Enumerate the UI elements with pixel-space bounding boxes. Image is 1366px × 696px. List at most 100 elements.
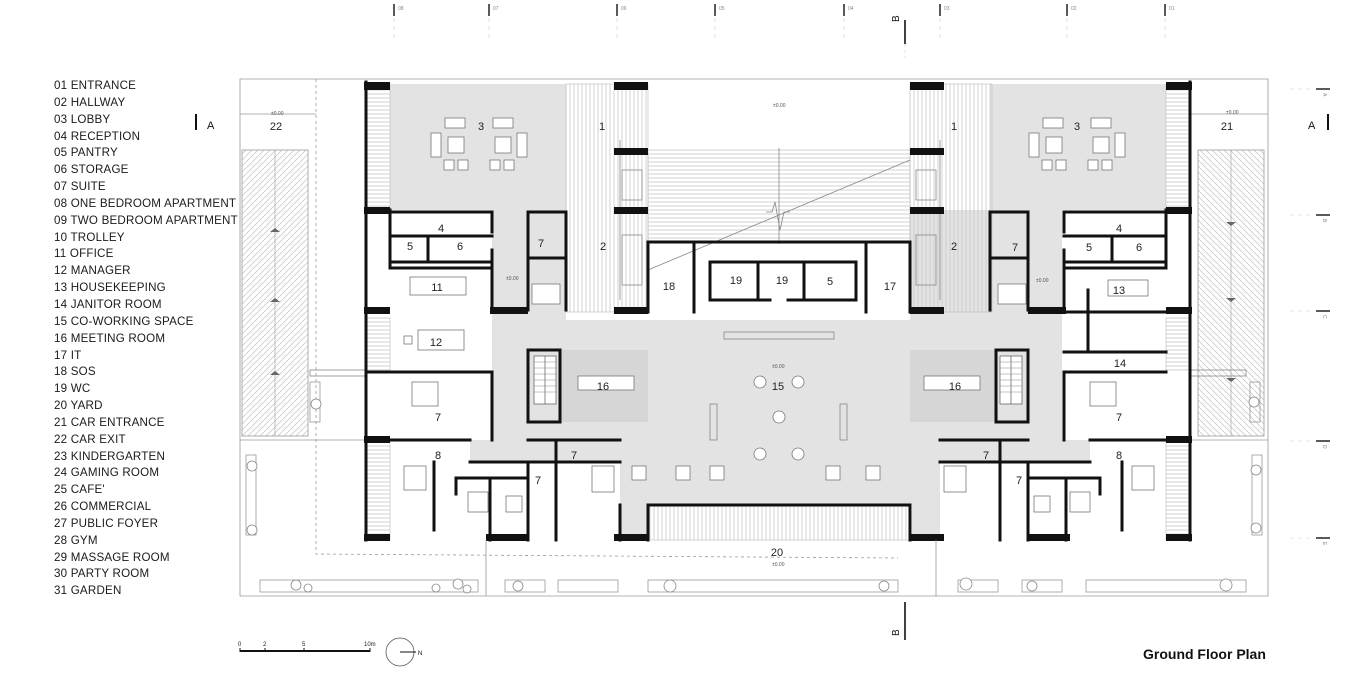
grid-label: 03 <box>944 6 950 12</box>
room-label: 7 <box>535 475 541 487</box>
grid-label: B <box>1321 219 1327 223</box>
room-label: 20 <box>771 547 783 559</box>
level-mark: ±0.00 <box>1036 278 1049 284</box>
room-label: 3 <box>1074 121 1080 133</box>
level-mark: ±0.00 <box>772 364 785 370</box>
hatched-zones <box>365 83 1191 541</box>
section-label: B <box>891 15 902 22</box>
room-label: 7 <box>1116 412 1122 424</box>
room-label: 7 <box>435 412 441 424</box>
grid-label: 08 <box>398 6 404 12</box>
columns <box>364 82 1192 541</box>
legend-item: 05 PANTRY <box>54 146 118 160</box>
grid-guides-top <box>393 18 1166 40</box>
legend-item: 27 PUBLIC FOYER <box>54 516 159 530</box>
grid-label: E <box>1321 542 1327 546</box>
legend-item: 21 CAR ENTRANCE <box>54 415 165 429</box>
legend-item: 31 GARDEN <box>54 584 122 598</box>
section-mark-a-right: A <box>1308 114 1329 132</box>
grid-label: C <box>1321 315 1327 319</box>
room-label: 19 <box>776 275 788 287</box>
room-label: 8 <box>1116 450 1122 462</box>
legend-item: 06 STORAGE <box>54 163 129 177</box>
grid-label: A <box>1321 93 1327 97</box>
thin-lines <box>309 140 1247 441</box>
grid-label: D <box>1321 445 1327 449</box>
grid-markers-top <box>393 4 1166 16</box>
grid-label: 04 <box>848 6 854 12</box>
section-mark-b-bottom: B <box>891 602 906 640</box>
level-mark: ±0.00 <box>772 562 785 568</box>
grid-label: 01 <box>1169 6 1175 12</box>
furniture <box>403 117 1155 513</box>
legend-item: 11 OFFICE <box>54 247 114 261</box>
level-mark: ±0.00 <box>773 103 786 109</box>
room-label: 7 <box>1012 242 1018 254</box>
legend-item: 02 HALLWAY <box>54 95 126 109</box>
room-label: 6 <box>457 241 463 253</box>
section-label: B <box>891 629 902 636</box>
room-label: 14 <box>1114 358 1126 370</box>
grid-labels-top: 08 07 06 05 04 03 02 01 <box>398 6 1175 12</box>
legend-item: 26 COMMERCIAL <box>54 500 152 514</box>
grid-labels-right: A B C D E <box>1321 93 1327 546</box>
legend-item: 12 MANAGER <box>54 264 131 278</box>
legend-item: 28 GYM <box>54 533 98 547</box>
legend-item: 29 MASSAGE ROOM <box>54 550 170 564</box>
room-label: 6 <box>1136 242 1142 254</box>
room-label: 5 <box>1086 242 1092 254</box>
legend-item: 17 IT <box>54 348 82 362</box>
room-legend: 01 ENTRANCE 02 HALLWAY 03 LOBBY 04 RECEP… <box>54 78 238 600</box>
room-label: 16 <box>949 381 961 393</box>
site-boundary <box>239 78 1269 597</box>
level-marks: ±0.00 ±0.00 ±0.00 ±0.00 ±0.00 ±0.00 ±0.0… <box>271 103 1239 568</box>
stair-treads <box>534 361 1022 393</box>
grid-markers-right <box>1316 88 1330 539</box>
room-label: 7 <box>538 238 544 250</box>
walls <box>364 80 1192 542</box>
legend-item: 25 CAFE' <box>54 483 105 497</box>
legend-item: 13 HOUSEKEEPING <box>54 281 166 295</box>
ramp-arrows <box>270 222 1236 382</box>
legend-item: 10 TROLLEY <box>54 230 125 244</box>
room-label: 11 <box>431 282 442 294</box>
scale-tick: 0 <box>238 642 242 648</box>
scale-tick: 5 <box>302 642 306 648</box>
level-mark: ±0.00 <box>271 111 284 117</box>
legend-item: 08 ONE BEDROOM APARTMENT <box>54 196 237 210</box>
legend-item: 14 JANITOR ROOM <box>54 297 162 311</box>
room-label: 12 <box>430 337 442 349</box>
north-label: N <box>418 651 422 657</box>
trees <box>246 396 1262 594</box>
room-label: 4 <box>438 223 444 235</box>
scale-tick: 2 <box>263 642 267 648</box>
grid-label: 07 <box>493 6 499 12</box>
grid-label: 02 <box>1071 6 1077 12</box>
section-mark-a-left: A <box>195 114 215 132</box>
room-label: 4 <box>1116 223 1122 235</box>
room-label: 5 <box>407 241 413 253</box>
legend-item: 03 LOBBY <box>54 112 111 126</box>
room-label: 18 <box>663 281 675 293</box>
legend-item: 24 GAMING ROOM <box>54 466 160 480</box>
room-label: 5 <box>827 276 833 288</box>
room-label: 17 <box>884 281 896 293</box>
grid-label: 05 <box>719 6 725 12</box>
room-label: 1 <box>599 121 605 133</box>
room-label: 13 <box>1113 285 1125 297</box>
room-label: 2 <box>600 241 606 253</box>
legend-item: 15 CO-WORKING SPACE <box>54 314 194 328</box>
legend-item: 04 RECEPTION <box>54 129 141 143</box>
grid-label: 06 <box>621 6 627 12</box>
north-arrow-icon: N <box>385 637 422 667</box>
room-label: 22 <box>270 121 282 133</box>
room-label: 7 <box>1016 475 1022 487</box>
scale-tick: 10m <box>364 642 376 648</box>
level-mark: ±0.00 <box>1226 110 1239 116</box>
legend-item: 07 SUITE <box>54 180 106 194</box>
room-label: 16 <box>597 381 609 393</box>
room-numbers: 22 3 1 1 3 21 4 4 5 6 7 2 2 7 5 6 18 19 … <box>270 121 1233 559</box>
legend-item: 19 WC <box>54 382 91 396</box>
section-label: A <box>207 120 215 132</box>
room-label: 3 <box>478 121 484 133</box>
